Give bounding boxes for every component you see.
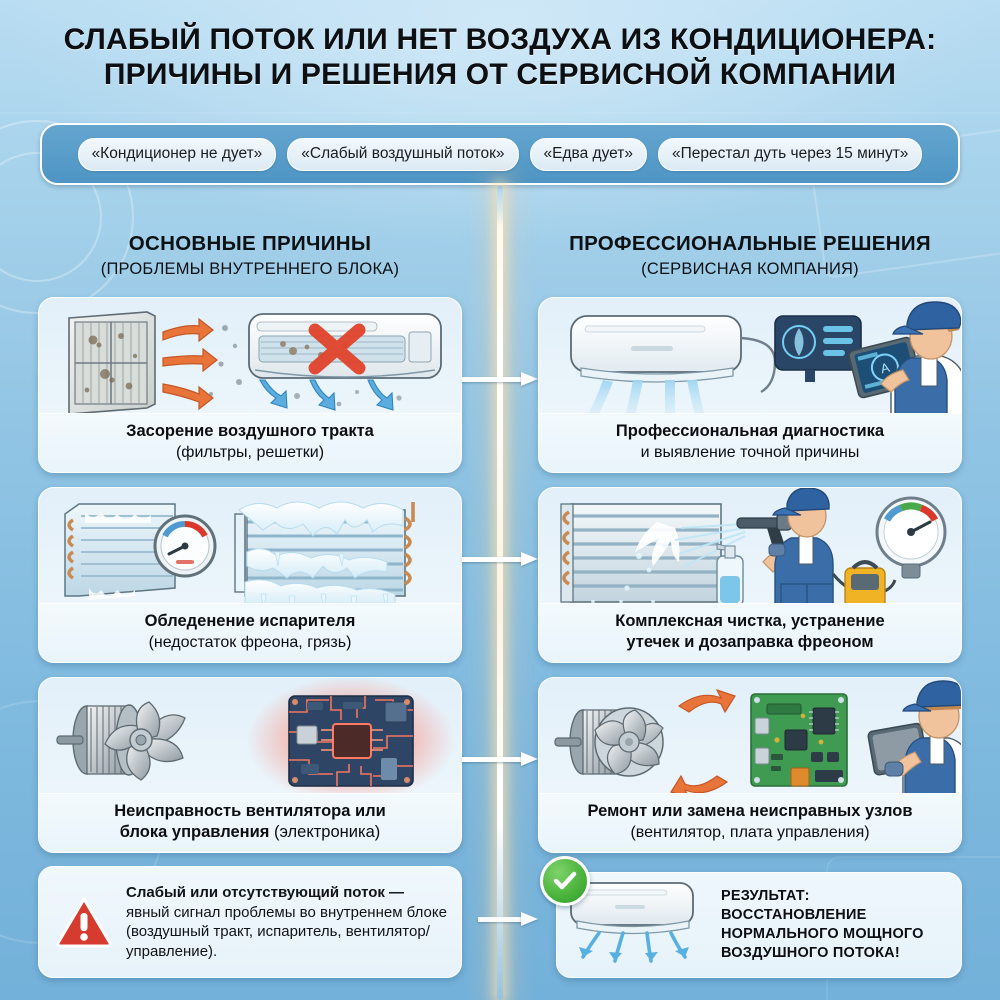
ac-strong-airflow-icon — [570, 882, 694, 963]
quote-chip-1: «Кондиционер не дует» — [77, 137, 277, 171]
solution-3-line1: Ремонт или замена неисправных узлов — [587, 802, 913, 820]
quote-chip-2: «Слабый воздушный поток» — [287, 137, 519, 171]
result-line-3: НОРМАЛЬНОГО МОЩНОГО — [721, 926, 924, 942]
solution-3-caption: Ремонт или замена неисправных узлов (вен… — [539, 793, 961, 852]
cause-3-illustration — [39, 678, 461, 803]
cause-3-line2-regular: (электроника) — [269, 823, 381, 841]
cause-1-illustration — [39, 298, 461, 423]
solution-1-line1: Профессиональная диагностика — [615, 422, 885, 440]
warning-box: Слабый или отсутствующий поток — явный с… — [38, 866, 462, 978]
result-box: РЕЗУЛЬТАТ: ВОССТАНОВЛЕНИЕ НОРМАЛЬНОГО МО… — [556, 872, 962, 978]
solution-card-1: A — [538, 297, 962, 473]
solution-1-line2: и выявление точной причины — [640, 444, 860, 461]
customer-quotes-bar: «Кондиционер не дует» «Слабый воздушный … — [40, 123, 960, 185]
solution-2-illustration — [539, 488, 961, 613]
cause-card-3: Неисправность вентилятора или блока упра… — [38, 677, 462, 853]
flow-arrow-4-head — [521, 912, 538, 926]
right-column-heading: ПРОФЕССИОНАЛЬНЫЕ РЕШЕНИЯ — [569, 232, 931, 255]
cause-card-2: Обледенение испарителя (недостаток фреон… — [38, 487, 462, 663]
flow-arrow-2 — [462, 552, 538, 566]
result-ac-illustration — [565, 877, 715, 973]
right-column-header: ПРОФЕССИОНАЛЬНЫЕ РЕШЕНИЯ (СЕРВИСНАЯ КОМП… — [538, 232, 962, 279]
solution-1-caption: Профессиональная диагностика и выявление… — [539, 413, 961, 472]
fan-and-faulty-board-icon — [56, 678, 455, 803]
svg-text:A: A — [879, 360, 891, 377]
flow-arrow-4-shaft — [478, 917, 522, 922]
warning-triangle-icon — [55, 896, 113, 948]
cause-3-line1: Неисправность вентилятора или — [114, 802, 386, 820]
page-title: СЛАБЫЙ ПОТОК ИЛИ НЕТ ВОЗДУХА ИЗ КОНДИЦИО… — [0, 22, 1000, 92]
cause-2-caption: Обледенение испарителя (недостаток фреон… — [39, 603, 461, 662]
center-divider-glow — [497, 186, 503, 1000]
cause-3-caption: Неисправность вентилятора или блока упра… — [39, 793, 461, 852]
page-title-line2: ПРИЧИНЫ И РЕШЕНИЯ ОТ СЕРВИСНОЙ КОМПАНИИ — [103, 58, 897, 91]
warning-text: Слабый или отсутствующий поток — явный с… — [126, 883, 447, 961]
flow-arrow-1-head — [521, 372, 538, 386]
quote-chip-3: «Едва дует» — [529, 137, 647, 171]
cause-1-line1: Засорение воздушного тракта — [126, 422, 374, 440]
result-line-1: РЕЗУЛЬТАТ: — [721, 888, 810, 904]
cause-1-line2: (фильтры, решетки) — [175, 444, 325, 461]
quote-chip-4: «Перестал дуть через 15 минут» — [657, 137, 923, 171]
flow-arrow-1-shaft — [462, 377, 522, 382]
solution-1-illustration: A — [539, 298, 961, 423]
result-line-4: ВОЗДУШНОГО ПОТОКА! — [721, 945, 900, 961]
flow-arrow-4 — [478, 912, 538, 926]
flow-arrow-3-head — [521, 752, 538, 766]
page-title-line1: СЛАБЫЙ ПОТОК ИЛИ НЕТ ВОЗДУХА ИЗ КОНДИЦИО… — [63, 23, 937, 56]
result-line-2: ВОССТАНОВЛЕНИЕ — [721, 907, 867, 923]
cause-3-line2-bold: блока управления — [119, 823, 270, 841]
left-column-header: ОСНОВНЫЕ ПРИЧИНЫ (ПРОБЛЕМЫ ВНУТРЕННЕГО Б… — [38, 232, 462, 279]
result-text: РЕЗУЛЬТАТ: ВОССТАНОВЛЕНИЕ НОРМАЛЬНОГО МО… — [721, 887, 924, 963]
cause-2-illustration — [39, 488, 461, 613]
left-column-heading: ОСНОВНЫЕ ПРИЧИНЫ — [128, 232, 372, 255]
solution-3-line2: (вентилятор, плата управления) — [630, 824, 870, 841]
dirty-filter-icon — [68, 311, 442, 415]
solution-3-illustration — [539, 678, 961, 803]
blueprint-line-top — [0, 112, 1000, 114]
solution-card-3: Ремонт или замена неисправных узлов (вен… — [538, 677, 962, 853]
warning-text-bold: Слабый или отсутствующий поток — — [126, 884, 405, 901]
flow-arrow-2-head — [521, 552, 538, 566]
warning-text-regular: явный сигнал проблемы во внутреннем блок… — [126, 903, 447, 960]
frozen-evaporator-icon — [64, 501, 415, 613]
cause-1-caption: Засорение воздушного тракта (фильтры, ре… — [39, 413, 461, 472]
solution-2-line1: Комплексная чистка, устранение — [615, 612, 885, 630]
solution-2-line2: утечек и дозаправка фреоном — [626, 633, 874, 651]
green-check-icon — [540, 856, 590, 906]
coil-cleaning-icon — [560, 488, 947, 613]
cause-card-1: Засорение воздушного тракта (фильтры, ре… — [38, 297, 462, 473]
cause-2-line1: Обледенение испарителя — [144, 612, 356, 630]
right-column-subheading: (СЕРВИСНАЯ КОМПАНИЯ) — [641, 260, 859, 278]
flow-arrow-3 — [462, 752, 538, 766]
flow-arrow-2-shaft — [462, 557, 522, 562]
fan-board-replacement-icon — [554, 680, 961, 803]
solution-card-2: Комплексная чистка, устранение утечек и … — [538, 487, 962, 663]
solution-2-caption: Комплексная чистка, устранение утечек и … — [539, 603, 961, 662]
left-column-subheading: (ПРОБЛЕМЫ ВНУТРЕННЕГО БЛОКА) — [100, 260, 400, 278]
flow-arrow-3-shaft — [462, 757, 522, 762]
technician-diagnostics-icon: A — [570, 301, 961, 423]
cause-2-line2: (недостаток фреона, грязь) — [148, 634, 352, 651]
flow-arrow-1 — [462, 372, 538, 386]
